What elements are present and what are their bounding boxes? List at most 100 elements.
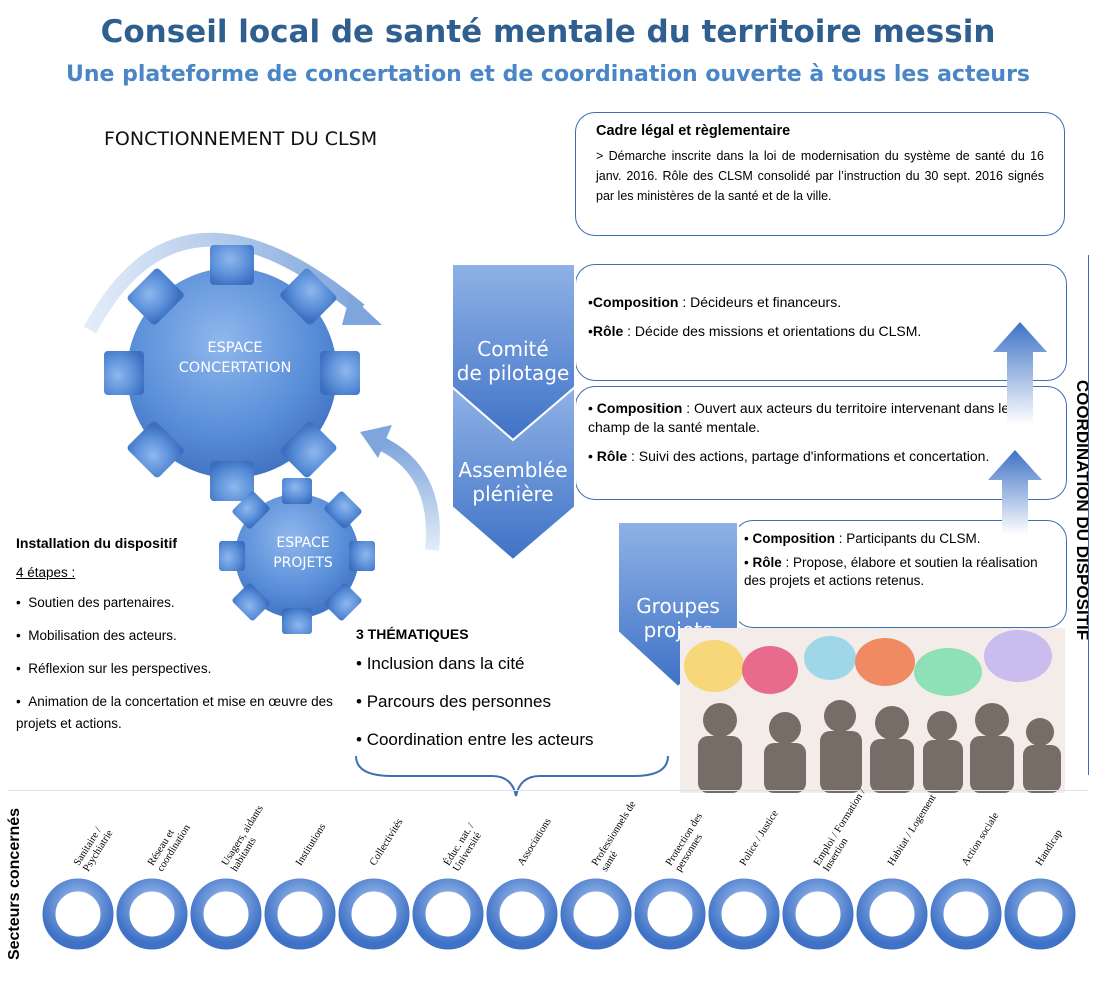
secteur-ring: [930, 878, 1002, 950]
secteur-label: Police / Justice: [724, 800, 794, 880]
comite-composition-text: : Décideurs et financeurs.: [678, 294, 842, 310]
secteur-ring: [486, 878, 558, 950]
page-title: Conseil local de santé mentale du territ…: [100, 14, 996, 50]
assemblee-box: • Composition : Ouvert aux acteurs du te…: [575, 386, 1067, 500]
installation-step: • Réflexion sur les perspectives.: [16, 661, 212, 676]
secteur-label: Éduc. nat. / Université: [428, 800, 498, 880]
thematique-text: Inclusion dans la cité: [366, 654, 525, 673]
coordination-line: [1088, 255, 1089, 775]
secteur-text: Police / Justice: [738, 808, 781, 868]
installation-step-text: Réflexion sur les perspectives.: [28, 661, 212, 676]
comite-role-text: : Décide des missions et orientations du…: [623, 323, 922, 339]
secteur-ring: [42, 878, 114, 950]
people-discussion-illustration: [680, 628, 1065, 793]
thematiques-brace: [355, 755, 669, 797]
up-arrows: [988, 322, 1047, 535]
groupes-role: • Rôle : Propose, élabore et soutien la …: [744, 555, 1038, 588]
secteur-text: Institutions: [294, 821, 329, 868]
chevron-arrows: [451, 263, 739, 689]
label-assemblee-line2: plénière: [472, 482, 554, 506]
cadre-text: > Démarche inscrite dans la loi de moder…: [596, 149, 1044, 203]
gear-projets: [219, 478, 375, 634]
installation-heading: Installation du dispositif: [16, 535, 177, 551]
cycle-arrow-top-head: [342, 295, 382, 325]
secteur-label: Handicap: [1020, 800, 1090, 880]
installation-step: • Mobilisation des acteurs.: [16, 628, 177, 643]
secteurs-divider: [8, 790, 1088, 791]
secteur-text: Usagers, aidants habitants: [220, 803, 266, 874]
thematique-text: Coordination entre les acteurs: [366, 730, 594, 749]
label-comite-line2: de pilotage: [456, 361, 570, 385]
secteur-text: Réseau et coordination: [146, 822, 193, 874]
label-groupes: Groupes projets: [618, 594, 738, 642]
chevron-assemblee: [451, 384, 576, 562]
installation-step-text: Mobilisation des acteurs.: [28, 628, 177, 643]
groupes-role-text: : Propose, élabore et soutien la réalisa…: [744, 555, 1038, 588]
secteur-label: Associations: [502, 800, 572, 880]
installation-step-text: Soutien des partenaires.: [28, 595, 175, 610]
secteur-label: Emploi / Formation / Insertion: [798, 787, 868, 880]
installation-step: • Soutien des partenaires.: [16, 595, 175, 610]
secteur-ring: [1004, 878, 1076, 950]
installation-section: Installation du dispositif 4 étapes : • …: [16, 535, 336, 746]
secteur-text: Protection des personnes: [664, 811, 706, 874]
secteur-label: Sanitaire / Psychiatrie: [58, 800, 128, 880]
secteur-ring: [708, 878, 780, 950]
comite-box: •Composition : Décideurs et financeurs. …: [575, 264, 1067, 381]
secteur-label: Institutions: [280, 800, 350, 880]
thematique-item: • Coordination entre les acteurs: [356, 730, 594, 749]
coordination-label: COORDINATION DU DISPOSITIF: [1062, 270, 1096, 770]
comite-composition: •Composition : Décideurs et financeurs.: [588, 294, 842, 310]
secteur-text: Sanitaire / Psychiatrie: [72, 825, 116, 874]
label-assemblee: Assemblée plénière: [452, 458, 574, 506]
secteur-ring: [412, 878, 484, 950]
secteur-text: Emploi / Formation / Insertion: [812, 787, 869, 874]
secteurs-text: Secteurs concernés: [6, 807, 23, 961]
comite-role-label: Rôle: [592, 323, 624, 339]
groupes-role-label: Rôle: [752, 555, 782, 570]
comite-role: •Rôle : Décide des missions et orientati…: [588, 323, 922, 339]
installation-step-text: Animation de la concertation et mise en …: [16, 694, 333, 731]
secteur-ring: [634, 878, 706, 950]
gear-projets-line2: PROJETS: [273, 555, 333, 571]
secteur-label: Usagers, aidants habitants: [206, 800, 276, 880]
assemblee-composition: • Composition : Ouvert aux acteurs du te…: [588, 400, 1010, 435]
gear-concertation-line1: ESPACE: [207, 340, 263, 356]
thematique-text: Parcours des personnes: [366, 692, 551, 711]
thematiques-heading: 3 THÉMATIQUES: [356, 626, 469, 642]
thematique-item: • Parcours des personnes: [356, 692, 551, 711]
assemblee-composition-label: Composition: [596, 400, 683, 416]
secteurs-label: Secteurs concernés: [0, 790, 30, 985]
secteur-label: Protection des personnes: [650, 800, 720, 880]
secteur-text: Handicap: [1034, 827, 1065, 868]
secteur-text: Action sociale: [960, 810, 1002, 868]
groupes-composition: • Composition : Participants du CLSM.: [744, 531, 981, 546]
secteur-ring: [264, 878, 336, 950]
page-subtitle: Une plateforme de concertation et de coo…: [65, 62, 1031, 87]
comite-composition-label: Composition: [592, 294, 679, 310]
secteur-ring: [338, 878, 410, 950]
secteur-label: Réseau et coordination: [132, 800, 202, 880]
gear-concertation-line2: CONCERTATION: [178, 360, 292, 376]
gear-concertation-label: ESPACE CONCERTATION: [160, 338, 310, 378]
cycle-arrow-lower: [374, 435, 440, 551]
gear-projets-line1: ESPACE: [276, 535, 330, 551]
fonctionnement-heading: FONCTIONNEMENT DU CLSM: [104, 128, 378, 150]
coordination-text: COORDINATION DU DISPOSITIF: [1073, 379, 1092, 641]
installation-steps-label: 4 étapes :: [16, 565, 76, 580]
assemblee-role: • Rôle : Suivi des actions, partage d'in…: [588, 448, 990, 464]
secteur-ring: [560, 878, 632, 950]
label-comite: Comité de pilotage: [452, 337, 574, 385]
thematiques-section: 3 THÉMATIQUES • Inclusion dans la cité •…: [356, 626, 676, 768]
cycle-arrow-lower-head: [360, 425, 392, 458]
label-groupes-line1: Groupes: [636, 594, 720, 618]
assemblee-role-label: Rôle: [596, 448, 628, 464]
secteur-ring: [856, 878, 928, 950]
installation-step: • Animation de la concertation et mise e…: [16, 694, 333, 731]
gears-diagram: [83, 232, 440, 634]
secteurs-rings: [42, 878, 1076, 950]
up-arrow-bottom: [988, 450, 1042, 535]
secteur-label: Collectivités: [354, 800, 424, 880]
label-comite-line1: Comité: [477, 337, 549, 361]
assemblee-composition-text: : Ouvert aux acteurs du territoire inter…: [588, 400, 1010, 435]
